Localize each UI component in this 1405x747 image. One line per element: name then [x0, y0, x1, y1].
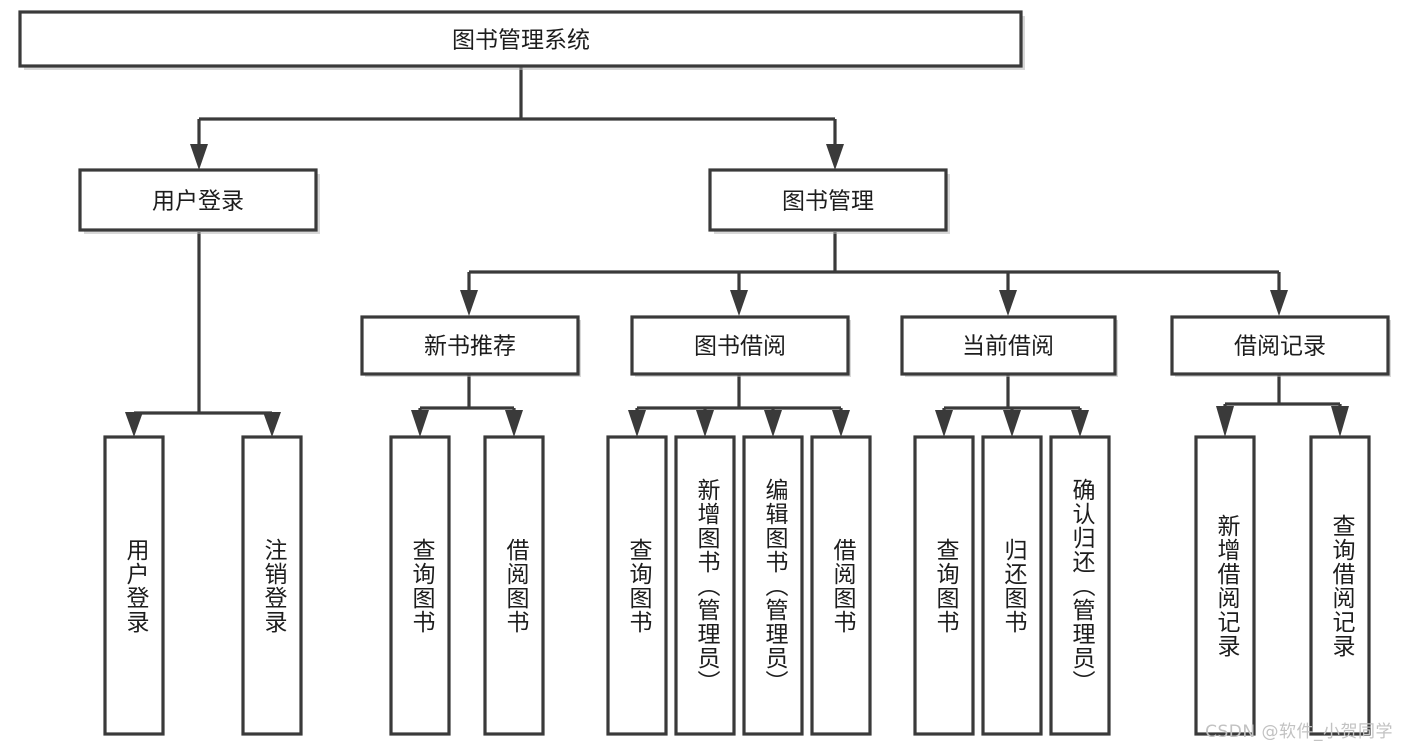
- user-login-label: 用户登录: [152, 189, 244, 215]
- leaf-box-logout[interactable]: [241, 435, 303, 736]
- connector-userlogin-to-bus: [132, 232, 274, 418]
- leaf-box-confirm-return-admin[interactable]: [1049, 435, 1111, 736]
- connector-borrowrecord-to-bus: [1223, 375, 1342, 410]
- connector-bookborrow-to-bus: [635, 375, 843, 414]
- arrowhead-borrowrecord-leaf-2: [1331, 406, 1349, 437]
- new-book-recommend-label: 新书推荐: [424, 334, 516, 360]
- connectors-group: [125, 67, 1349, 437]
- arrowhead-bookborrow-leaf-3: [764, 410, 782, 437]
- leaf-box-add-borrow-record[interactable]: [1194, 435, 1256, 736]
- connector-bookmanage-to-bus: [467, 232, 1281, 292]
- book-borrow-label: 图书借阅: [694, 334, 786, 360]
- watermark-text: CSDN @软件_小贺同学: [1205, 722, 1393, 742]
- book-borrow-box[interactable]: [630, 315, 850, 376]
- node-new-book-recommend[interactable]: 新书推荐: [360, 315, 581, 377]
- arrowhead-newbook-leaf-1: [411, 410, 429, 437]
- arrowhead-to-user-login: [190, 144, 208, 170]
- leaf-box-query-book-current[interactable]: [913, 435, 975, 736]
- arrowhead-currentborrow-leaf-3: [1071, 410, 1089, 437]
- book-manage-label: 图书管理: [782, 189, 874, 215]
- node-book-manage[interactable]: 图书管理: [708, 168, 950, 234]
- arrowhead-to-book-borrow: [730, 290, 748, 316]
- arrowhead-to-borrow-record: [1270, 290, 1288, 316]
- arrowhead-bookborrow-leaf-1: [628, 410, 646, 437]
- leaf-boxes-group: [103, 435, 1371, 736]
- leaf-box-query-book-borrow[interactable]: [606, 435, 668, 736]
- node-borrow-record[interactable]: 借阅记录: [1170, 315, 1391, 377]
- arrowhead-to-book-manage: [826, 144, 844, 170]
- leaf-box-return-book[interactable]: [981, 435, 1043, 736]
- connector-newbook-to-bus: [418, 375, 516, 414]
- node-current-borrow[interactable]: 当前借阅: [900, 315, 1118, 377]
- connector-root-to-bus: [197, 67, 837, 148]
- leaf-box-query-book-newbook[interactable]: [389, 435, 451, 736]
- current-borrow-label: 当前借阅: [962, 334, 1054, 360]
- leaf-box-borrow-book-newbook[interactable]: [483, 435, 545, 736]
- arrowhead-to-leaf-logout: [263, 412, 281, 437]
- user-login-box[interactable]: [78, 168, 318, 232]
- arrowhead-to-current-borrow: [999, 290, 1017, 316]
- node-user-login[interactable]: 用户登录: [78, 168, 320, 234]
- leaf-box-add-book-admin[interactable]: [674, 435, 736, 736]
- leaf-box-user-login[interactable]: [103, 435, 165, 736]
- leaf-box-query-borrow-record[interactable]: [1309, 435, 1371, 736]
- arrowhead-to-leaf-user-login: [125, 412, 143, 437]
- arrowhead-currentborrow-leaf-1: [935, 410, 953, 437]
- arrowhead-bookborrow-leaf-4: [832, 410, 850, 437]
- borrow-record-label: 借阅记录: [1234, 334, 1326, 360]
- root-label: 图书管理系统: [452, 28, 590, 54]
- new-book-recommend-box[interactable]: [360, 315, 580, 376]
- arrowhead-newbook-leaf-2: [505, 410, 523, 437]
- node-root[interactable]: 图书管理系统: [18, 10, 1025, 70]
- arrowhead-borrowrecord-leaf-1: [1216, 406, 1234, 437]
- borrow-record-box[interactable]: [1170, 315, 1390, 376]
- node-book-borrow[interactable]: 图书借阅: [630, 315, 851, 377]
- root-box[interactable]: [18, 10, 1023, 68]
- arrowhead-currentborrow-leaf-2: [1003, 410, 1021, 437]
- leaf-box-edit-book-admin[interactable]: [742, 435, 804, 736]
- connector-currentborrow-to-bus: [942, 375, 1082, 414]
- current-borrow-box[interactable]: [900, 315, 1117, 376]
- arrowhead-bookborrow-leaf-2: [696, 410, 714, 437]
- arrowhead-to-new-book-recommend: [460, 290, 478, 316]
- book-manage-box[interactable]: [708, 168, 948, 232]
- leaf-box-borrow-book[interactable]: [810, 435, 872, 736]
